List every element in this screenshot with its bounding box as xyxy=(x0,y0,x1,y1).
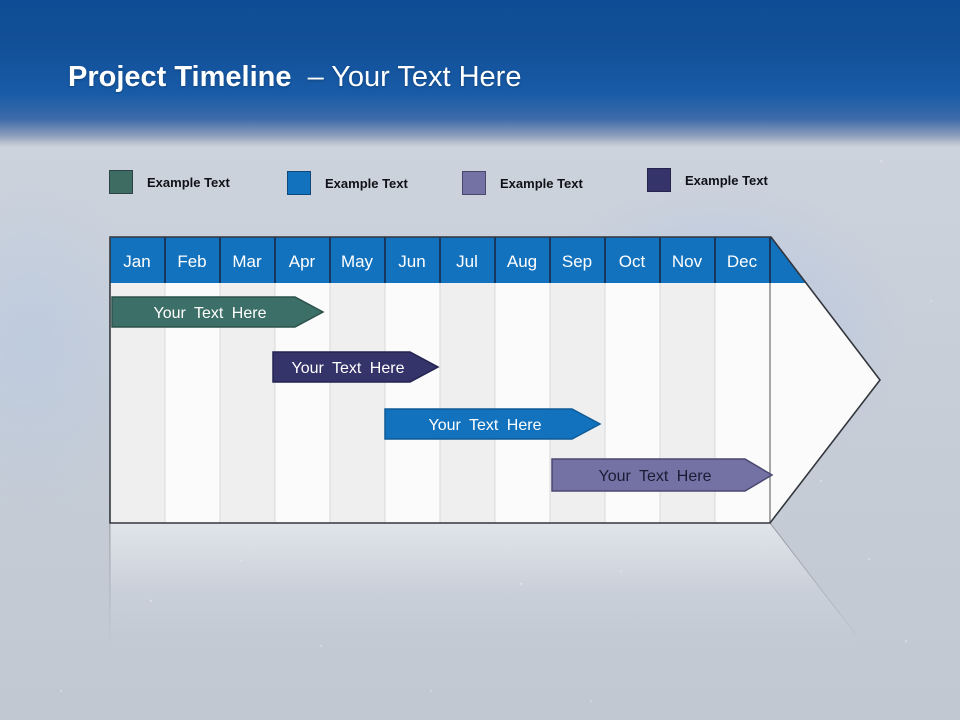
task-bar-2[interactable]: Your Text Here xyxy=(272,351,440,383)
month-header-dividers xyxy=(164,237,771,283)
page-title-bold: Project Timeline xyxy=(68,61,292,93)
task-bar-shape xyxy=(384,408,602,440)
legend-swatch-icon xyxy=(647,168,671,192)
task-bar-1[interactable]: Your Text Here xyxy=(111,296,325,328)
month-cell-mar[interactable]: Mar xyxy=(232,252,262,271)
task-bar-4[interactable]: Your Text Here xyxy=(551,458,774,492)
month-cell-jul[interactable]: Jul xyxy=(456,252,478,271)
month-cell-sep[interactable]: Sep xyxy=(562,252,592,271)
month-cell-dec[interactable]: Dec xyxy=(727,252,758,271)
month-cell-jun[interactable]: Jun xyxy=(398,252,425,271)
month-header-band xyxy=(110,237,806,283)
month-cell-oct[interactable]: Oct xyxy=(619,252,646,271)
month-cell-aug[interactable]: Aug xyxy=(507,252,537,271)
page-title[interactable]: Project Timeline – Your Text Here xyxy=(68,60,521,95)
legend-item-1[interactable]: Example Text xyxy=(109,170,230,194)
legend-item-3[interactable]: Example Text xyxy=(462,171,583,195)
task-bar-label: Your Text Here xyxy=(154,305,267,322)
month-cell-may[interactable]: May xyxy=(341,252,374,271)
task-bar-shape xyxy=(272,351,440,383)
month-cell-nov[interactable]: Nov xyxy=(672,252,703,271)
task-bar-shape xyxy=(111,296,325,328)
timeline-reflection xyxy=(109,522,881,720)
legend-item-2[interactable]: Example Text xyxy=(287,171,408,195)
task-bar-label: Your Text Here xyxy=(599,468,712,485)
month-cell-jan[interactable]: Jan xyxy=(123,252,150,271)
month-cell-feb[interactable]: Feb xyxy=(177,252,206,271)
column-stripe xyxy=(220,237,275,523)
legend-label: Example Text xyxy=(325,175,408,191)
column-stripe xyxy=(440,237,495,523)
month-cell-apr[interactable]: Apr xyxy=(289,252,316,271)
task-bar-label: Your Text Here xyxy=(292,360,405,377)
legend-label: Example Text xyxy=(500,175,583,191)
column-stripe xyxy=(110,237,165,523)
legend-swatch-icon xyxy=(287,171,311,195)
legend-swatch-icon xyxy=(109,170,133,194)
task-bar-label: Your Text Here xyxy=(429,417,542,434)
page-title-light: – Your Text Here xyxy=(307,61,522,93)
legend-swatch-icon xyxy=(462,171,486,195)
task-bar-3[interactable]: Your Text Here xyxy=(384,408,602,440)
legend-item-4[interactable]: Example Text xyxy=(647,168,768,192)
legend-label: Example Text xyxy=(685,172,768,188)
timeline-outline xyxy=(109,236,882,524)
legend-label: Example Text xyxy=(147,174,230,190)
task-bar-shape xyxy=(551,458,774,492)
